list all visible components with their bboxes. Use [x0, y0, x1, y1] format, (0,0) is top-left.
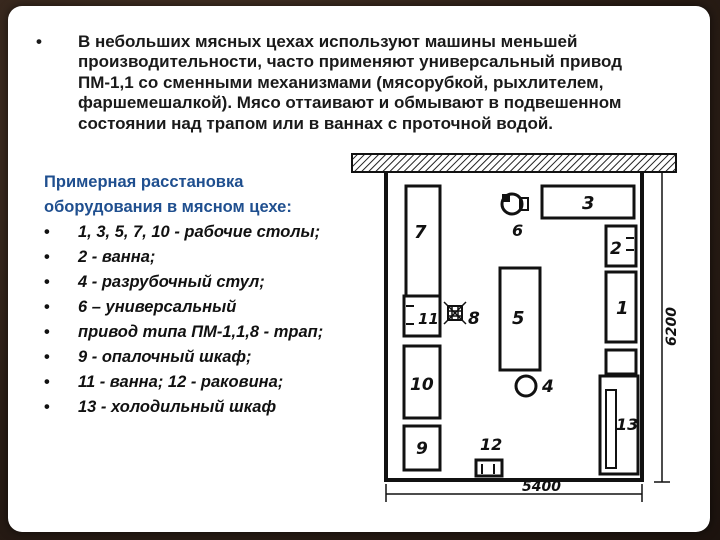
- chopping-block-4: [514, 374, 538, 398]
- sink-12: [474, 458, 504, 478]
- bullet: •: [44, 348, 50, 366]
- trap-8: [447, 305, 463, 321]
- bottom-wall: [384, 478, 644, 482]
- legend-text: 6 – универсальный: [78, 298, 237, 316]
- table-1: [604, 270, 638, 344]
- legend-item: • 11 - ванна; 12 - раковина;: [44, 370, 364, 395]
- legend-item: • 1, 3, 5, 7, 10 - рабочие столы;: [44, 220, 364, 245]
- label-5: 5: [512, 308, 525, 329]
- legend-item: • 2 - ванна;: [44, 245, 364, 270]
- label-3: 3: [582, 193, 595, 214]
- legend-heading: Примерная расстановка оборудования в мяс…: [44, 173, 292, 216]
- drive-6: [500, 192, 524, 216]
- fridge-door: [605, 389, 617, 469]
- label-2: 2: [610, 239, 622, 259]
- bullet: •: [44, 373, 50, 391]
- label-13: 13: [616, 415, 638, 434]
- table-5: [498, 266, 542, 372]
- slide: • В небольших мясных цехах используют ма…: [8, 6, 710, 532]
- legend-item: • 4 - разрубочный стул;: [44, 270, 364, 295]
- dim-width: 5400: [522, 479, 561, 495]
- legend-text: 9 - опалочный шкаф;: [78, 348, 252, 366]
- bath-2: [604, 224, 638, 268]
- legend-text: 13 - холодильный шкаф: [78, 398, 277, 416]
- legend-text: 2 - ванна;: [78, 248, 156, 266]
- right-wall: [640, 173, 644, 482]
- intro-text: В небольших мясных цехах используют маши…: [78, 32, 622, 133]
- drive-6-motor: [502, 194, 510, 202]
- bullet: •: [44, 273, 50, 291]
- bullet: •: [44, 223, 50, 241]
- label-6: 6: [512, 221, 523, 240]
- legend-item: • привод типа ПМ-1,1,8 - трап;: [44, 320, 364, 345]
- dim-height: 6200: [664, 307, 680, 346]
- bullet: •: [36, 32, 42, 51]
- legend-item: • 6 – универсальный: [44, 295, 364, 320]
- label-9: 9: [416, 439, 428, 459]
- fridge-13: [598, 374, 640, 476]
- legend-item: • 13 - холодильный шкаф: [44, 395, 364, 420]
- table-10: [402, 344, 442, 420]
- label-11: 11: [418, 310, 439, 328]
- bullet: •: [44, 298, 50, 316]
- label-10: 10: [410, 375, 434, 395]
- legend-text: 4 - разрубочный стул;: [78, 273, 265, 291]
- legend-list: • 1, 3, 5, 7, 10 - рабочие столы; • 2 - ва…: [44, 220, 364, 420]
- bullet: •: [44, 248, 50, 266]
- legend-item: • 9 - опалочный шкаф;: [44, 345, 364, 370]
- legend-text: привод типа ПМ-1,1,8 - трап;: [78, 323, 324, 341]
- left-wall: [384, 173, 388, 482]
- drive-6-head: [519, 197, 529, 211]
- bullet: •: [44, 398, 50, 416]
- trap-grid: [443, 301, 467, 325]
- label-7: 7: [414, 222, 427, 243]
- label-12: 12: [480, 435, 502, 454]
- label-1: 1: [616, 298, 629, 319]
- oven-9: [402, 424, 442, 472]
- label-8: 8: [468, 309, 480, 329]
- top-wall: [351, 153, 677, 173]
- floor-plan: 7 6 3 2 11 8 5 1 10: [351, 153, 680, 502]
- bath-11: [402, 294, 442, 338]
- bullet: •: [44, 323, 50, 341]
- legend-text: 11 - ванна; 12 - раковина;: [78, 373, 284, 391]
- legend-text: 1, 3, 5, 7, 10 - рабочие столы;: [78, 223, 321, 241]
- label-4: 4: [541, 377, 554, 397]
- fridge-top: [604, 348, 638, 376]
- table-3: [540, 184, 636, 220]
